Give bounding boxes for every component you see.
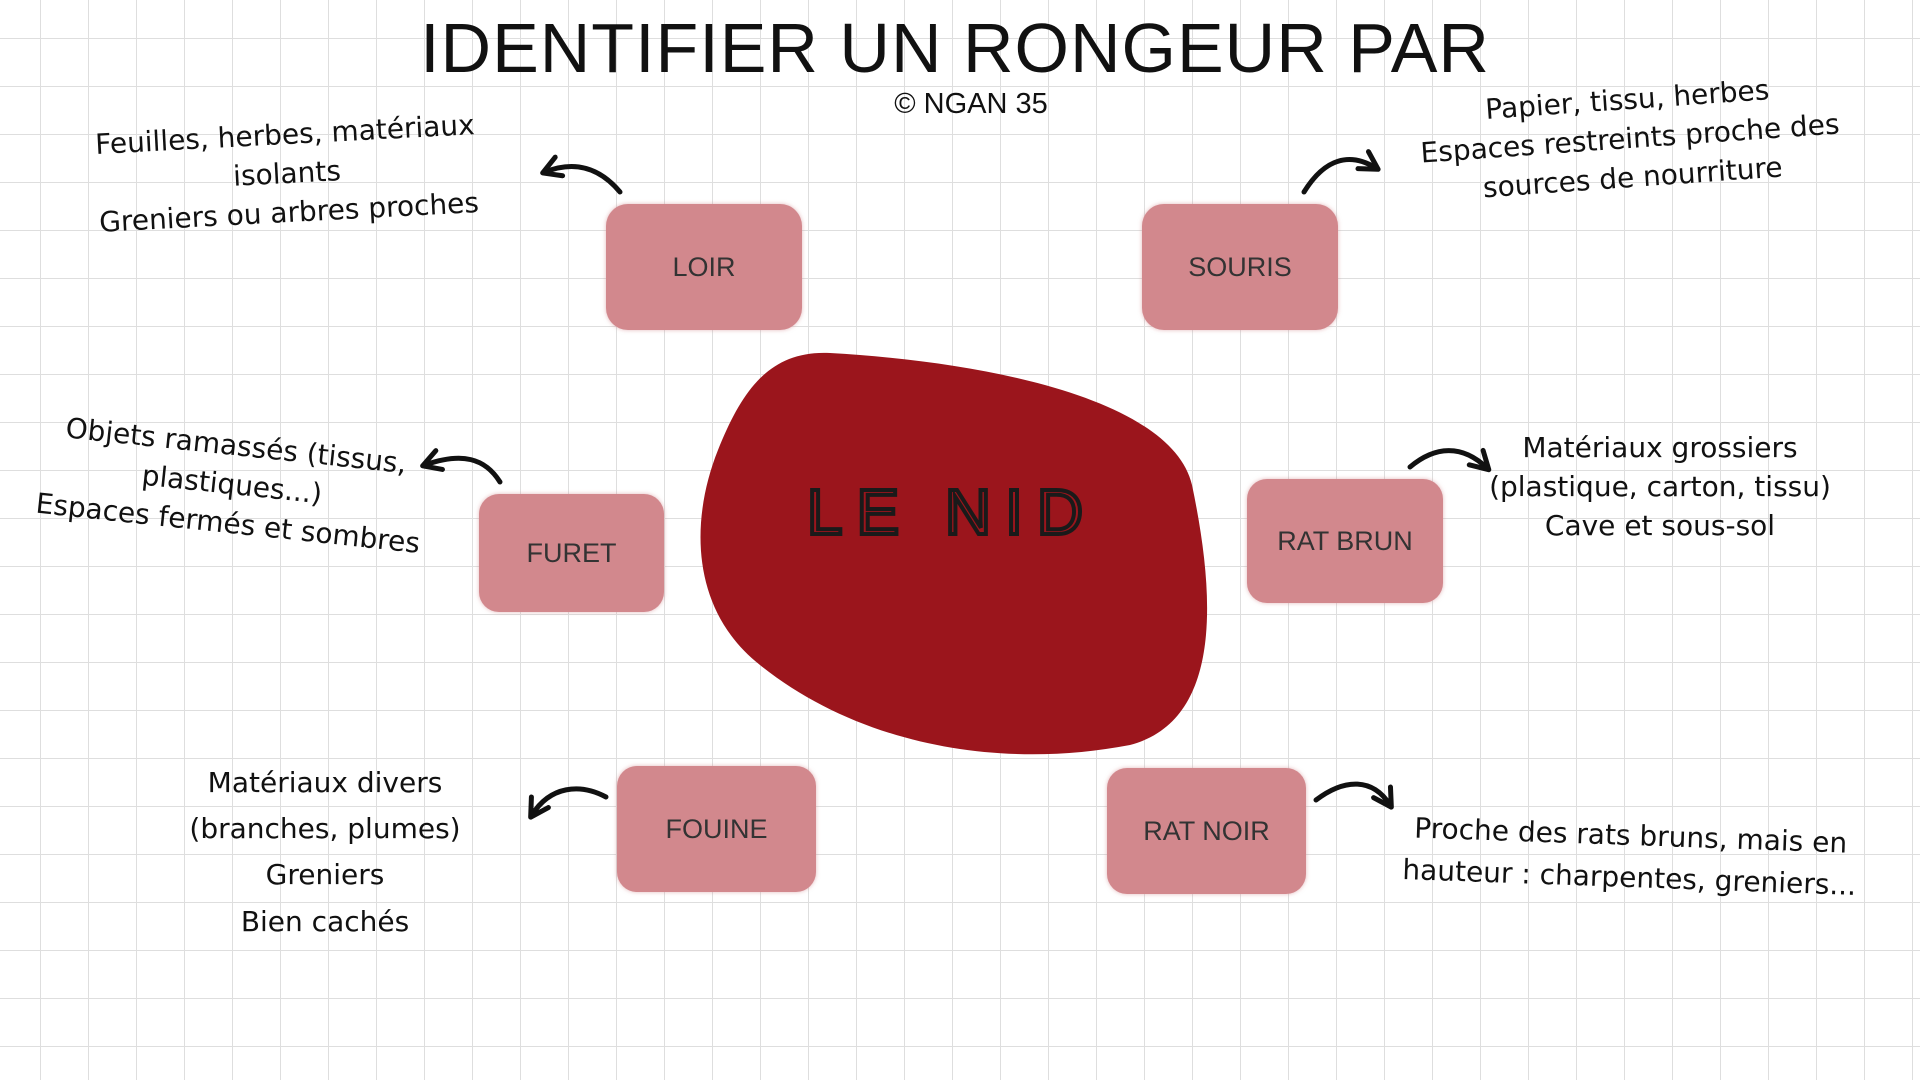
page-title: IDENTIFIER UN RONGEUR PAR	[420, 9, 1490, 87]
node-fouine: FOUINE	[617, 766, 816, 892]
node-loir: LOIR	[606, 204, 802, 330]
node-rat-brun: RAT BRUN	[1247, 479, 1443, 603]
node-souris: SOURIS	[1142, 204, 1338, 330]
arrow-loir	[540, 154, 623, 195]
note-loir: Feuilles, herbes, matériaux isolants Gre…	[79, 104, 495, 243]
credit-text: © NGAN 35	[894, 88, 1048, 120]
note-fouine-line: Bien cachés	[240, 904, 410, 938]
note-fouine-line: Matériaux divers	[207, 766, 443, 799]
note-rat-brun-line: Matériaux grossiers	[1522, 431, 1798, 464]
arrow-rat-brun	[1407, 447, 1492, 473]
note-rat-noir: Proche des rats bruns, mais en hauteur :…	[1399, 807, 1862, 907]
note-rat-brun-line: Cave et sous-sol	[1544, 509, 1776, 543]
center-blob	[700, 352, 1208, 755]
arrow-souris	[1301, 149, 1381, 195]
node-rat-noir: RAT NOIR	[1107, 768, 1306, 894]
arrow-furet	[420, 448, 503, 485]
note-rat-brun: Matériaux grossiers (plastique, carton, …	[1470, 428, 1850, 546]
note-rat-brun-line: (plastique, carton, tissu)	[1489, 470, 1831, 504]
node-furet: FURET	[479, 494, 664, 612]
note-fouine-line: (branches, plumes)	[189, 812, 461, 846]
arrow-rat-noir	[1313, 781, 1394, 810]
center-label: LE NID	[807, 476, 1097, 548]
arrow-fouine	[528, 786, 609, 820]
note-fouine-line: Greniers	[265, 858, 385, 892]
note-fouine: Matériaux divers (branches, plumes) Gren…	[160, 760, 490, 945]
